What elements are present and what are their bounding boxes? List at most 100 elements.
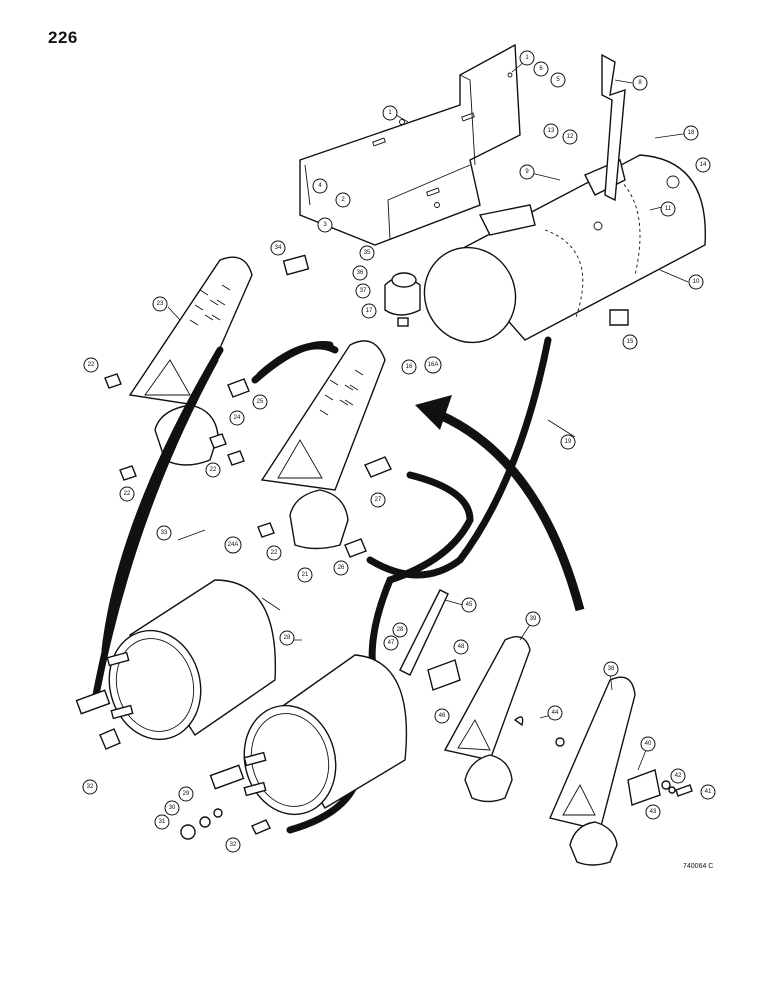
chamber-hardware [99,728,271,840]
callout-c27: 27 [370,492,386,508]
svg-text:24A: 24A [228,542,239,548]
leader-lines [167,61,691,771]
callout-c16a: 16A [424,356,442,374]
callout-c21: 21 [297,567,313,583]
svg-text:37: 37 [360,288,367,294]
svg-text:11: 11 [665,206,672,212]
callout-c42: 42 [670,768,686,784]
callout-c41: 41 [700,784,716,800]
svg-text:28: 28 [397,627,404,633]
svg-text:6: 6 [539,66,543,72]
svg-text:32: 32 [87,784,94,790]
svg-text:8: 8 [638,80,642,86]
washer-42 [661,780,671,790]
svg-text:48: 48 [458,644,465,650]
callout-c30: 30 [164,800,180,816]
callout-c28: 28 [279,630,295,646]
svg-text:38: 38 [608,666,615,672]
svg-text:34: 34 [275,245,282,251]
svg-text:21: 21 [302,572,309,578]
callout-c8: 8 [632,75,648,91]
callout-c37: 37 [355,283,371,299]
svg-text:1: 1 [388,110,392,116]
svg-text:33: 33 [161,530,168,536]
callout-c31: 31 [154,814,170,830]
brake-pedal-right [443,636,531,803]
svg-text:15: 15 [627,339,634,345]
callout-c5: 5 [550,72,566,88]
callout-c22b: 22 [119,486,135,502]
callout-c47: 47 [383,635,399,651]
brake-pedal-far-right [549,676,661,866]
callout-c32: 32 [82,779,98,795]
svg-text:47: 47 [388,640,395,646]
fitting [344,538,367,558]
brake-chamber-upper [75,579,277,741]
callout-c3: 3 [317,217,333,233]
callout-c20: 20 [338,565,345,571]
callout-c43: 43 [645,804,661,820]
svg-text:41: 41 [705,789,712,795]
callout-c11: 11 [660,201,676,217]
svg-text:12: 12 [567,134,574,140]
callout-c22c: 22 [205,462,221,478]
callout-c22a: 22 [83,357,99,373]
svg-text:25: 25 [257,399,264,405]
air-governor [384,272,421,327]
callout-c48: 48 [453,639,469,655]
svg-text:43: 43 [650,809,657,815]
svg-text:4: 4 [318,183,322,189]
callout-c16: 16 [401,359,417,375]
callout-c10: 10 [688,274,704,290]
callout-c15: 15 [622,334,638,350]
svg-text:22: 22 [210,467,217,473]
svg-text:26: 26 [338,565,345,571]
callout-c12: 12 [562,129,578,145]
callout-c22e: 22 [88,359,95,365]
svg-text:46: 46 [439,713,446,719]
callout-c18: 18 [683,125,699,141]
drain-valve [609,309,629,326]
spacer-44 [513,716,524,727]
washer-44 [555,737,565,747]
callout-c22d: 22 [266,545,282,561]
fitting [104,373,122,389]
direction-arrow [438,410,585,612]
callout-c45: 45 [461,597,477,613]
svg-text:19: 19 [565,439,572,445]
brake-chamber-lower [209,654,408,816]
direction-arrowhead [415,395,452,430]
callout-c1b: 1 [519,50,535,66]
callout-c2: 2 [335,192,351,208]
svg-text:16: 16 [406,364,413,370]
svg-text:45: 45 [466,602,473,608]
svg-text:2: 2 [341,197,345,203]
fitting [119,465,137,481]
callout-c39: 39 [525,611,541,627]
svg-text:40: 40 [645,741,652,747]
fitting [209,433,227,449]
callout-c38: 38 [603,661,619,677]
callout-c35: 35 [359,245,375,261]
callout-c28b: 28 [392,622,408,638]
callout-c26: 26 [333,560,349,576]
callout-c9: 9 [519,164,535,180]
callout-c13: 13 [543,123,559,139]
tank-strap [601,53,626,202]
svg-text:1: 1 [525,55,529,61]
svg-text:27: 27 [375,497,382,503]
svg-text:44: 44 [552,710,559,716]
switch-valve [282,254,310,276]
svg-text:14: 14 [700,162,707,168]
callout-c34: 34 [270,240,286,256]
washer-43 [668,786,676,794]
callout-c36: 36 [352,265,368,281]
callout-c46: 46 [434,708,450,724]
callout-c44: 44 [547,705,563,721]
callout-c17: 17 [361,303,377,319]
page-number: 226 [48,28,78,47]
svg-text:5: 5 [556,77,560,83]
pedal-linkage [399,589,449,676]
reference-code: 740064 C [683,863,714,870]
